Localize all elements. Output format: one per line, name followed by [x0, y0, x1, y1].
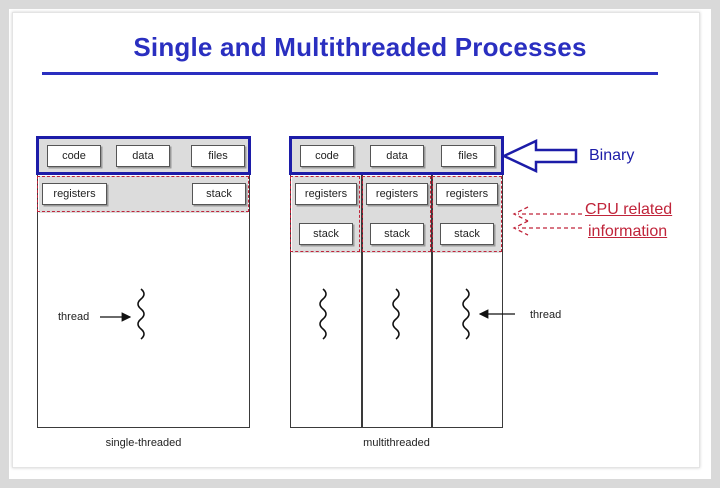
multi-stack-box: stack [299, 223, 353, 245]
multi-thread-label: thread [530, 309, 562, 321]
slide-title: Single and Multithreaded Processes [133, 32, 587, 62]
multi-data-box: data [370, 145, 424, 167]
single-cpu-highlight [37, 176, 249, 212]
binary-annotation: Binary [589, 147, 635, 164]
single-thread-label: thread [58, 311, 90, 323]
single-threaded-caption: single-threaded [105, 437, 182, 449]
thread-squiggle-icon [319, 288, 327, 340]
cpu-annotation-line1: CPU related [585, 201, 673, 218]
single-code-box: code [47, 145, 101, 167]
multi-registers-box: registers [366, 183, 428, 205]
multi-thread-divider-2 [431, 175, 433, 428]
multi-files-box: files [441, 145, 495, 167]
multi-registers-box: registers [436, 183, 498, 205]
thread-squiggle-icon [392, 288, 400, 340]
multithreaded-caption: multithreaded [363, 437, 430, 449]
thread-squiggle-icon [137, 288, 145, 340]
single-data-box: data [116, 145, 170, 167]
binary-arrow [501, 139, 578, 173]
multi-thread-divider-1 [361, 175, 363, 428]
single-files-box: files [191, 145, 245, 167]
multi-registers-box: registers [295, 183, 357, 205]
multi-stack-box: stack [370, 223, 424, 245]
single-registers-box: registers [42, 183, 107, 205]
cpu-annotation-line2: information [588, 223, 668, 240]
multi-cpu-highlight [432, 176, 502, 252]
multi-stack-box: stack [440, 223, 494, 245]
thread-squiggle-icon [462, 288, 470, 340]
multi-code-box: code [300, 145, 354, 167]
single-binary-highlight [36, 136, 251, 175]
single-stack-box: stack [192, 183, 246, 205]
cpu-arrows [512, 206, 582, 236]
multi-cpu-highlight [362, 176, 431, 252]
title-underline [42, 72, 658, 75]
multi-cpu-highlight [290, 176, 360, 252]
